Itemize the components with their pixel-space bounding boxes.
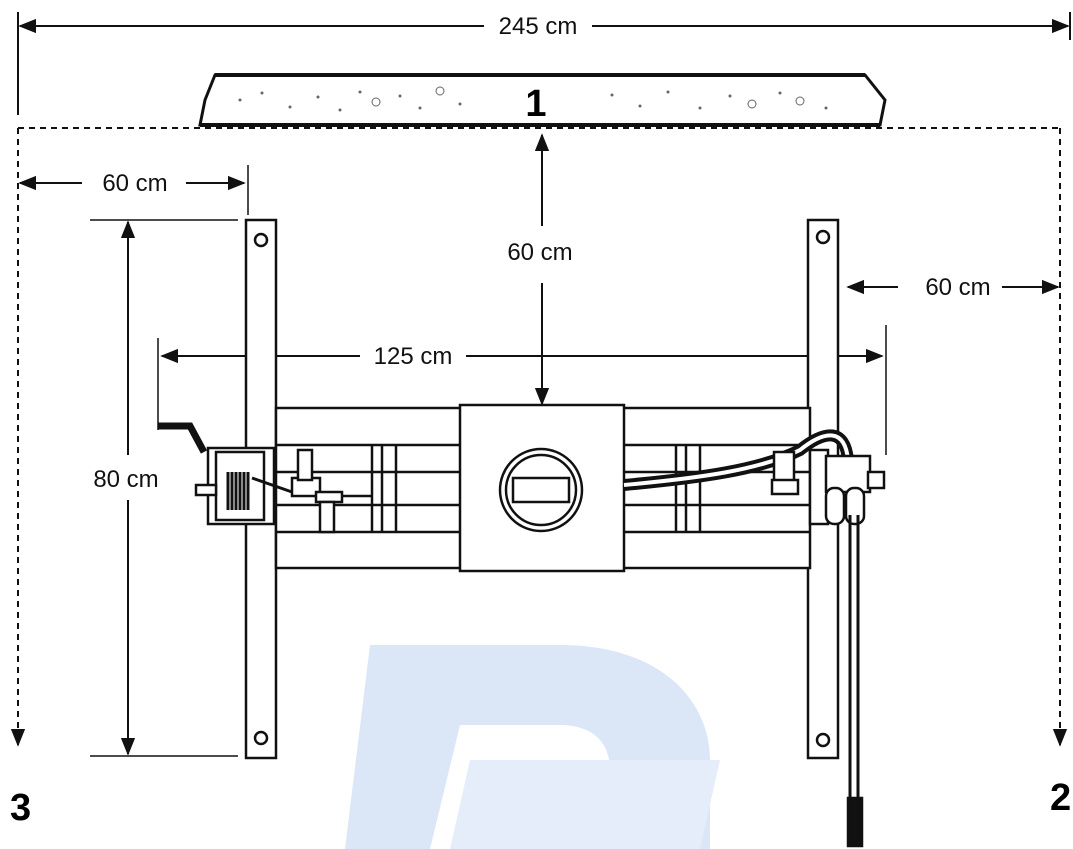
label-rail-span: 125 cm [374, 343, 453, 370]
center-drive-block [458, 403, 626, 573]
label-wall: 1 [525, 83, 546, 125]
label-overall-width: 245 cm [499, 13, 578, 40]
winch-crank [158, 422, 372, 534]
gearbox-handle [770, 448, 886, 848]
watermark-logo [345, 645, 720, 849]
left-clearance-dimension [18, 165, 249, 215]
label-side-right: 2 [1050, 777, 1071, 819]
wall-slab [198, 73, 887, 127]
label-rail-height: 80 cm [93, 466, 158, 493]
clearance-boundary [10, 127, 1068, 747]
label-side-left: 3 [10, 787, 31, 829]
label-front-clearance: 60 cm [507, 239, 572, 266]
overall-width-dimension [17, 12, 1071, 115]
label-left-clearance: 60 cm [102, 170, 167, 197]
rail-height-dimension [90, 219, 238, 757]
label-right-clearance: 60 cm [925, 274, 990, 301]
